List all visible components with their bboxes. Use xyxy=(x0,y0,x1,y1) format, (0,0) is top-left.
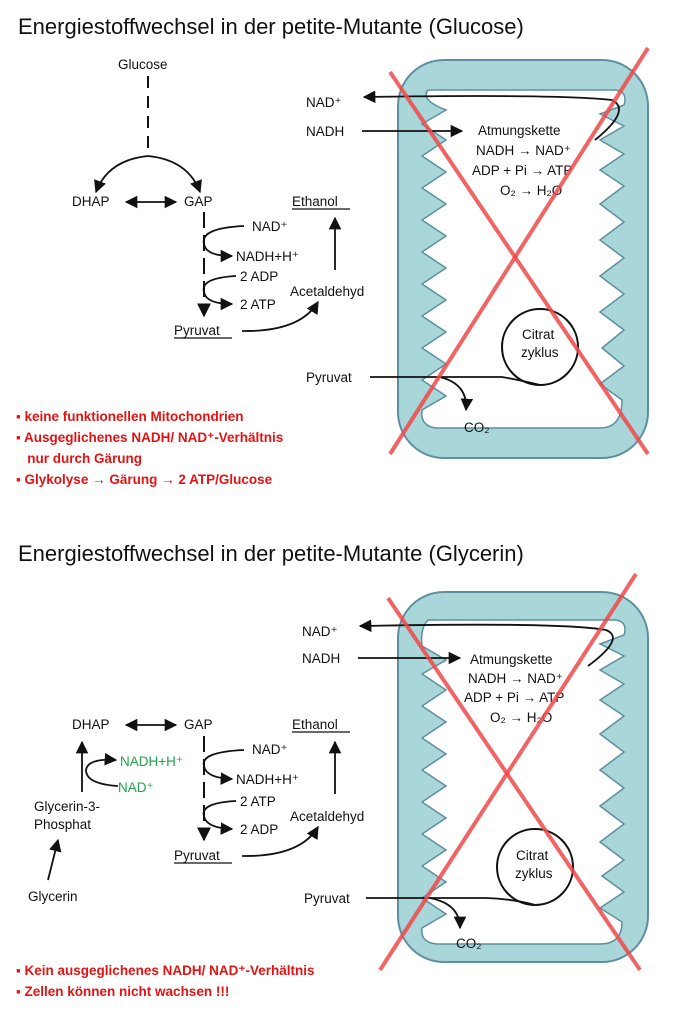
panel-glucose: Energiestoffwechsel in der petite-Mutant… xyxy=(16,14,650,487)
bullet-2-cont: nur durch Gärung xyxy=(16,451,142,466)
cross-line-2 xyxy=(378,572,638,972)
nad-label: NAD⁺ xyxy=(252,219,288,234)
nadh-green-label: NADH+H⁺ xyxy=(120,754,183,769)
nadh-top-label: NADH xyxy=(302,651,340,666)
co2-label: CO₂ xyxy=(456,936,482,951)
chain-title: Atmungskette xyxy=(470,652,553,667)
nad-out-arrow xyxy=(358,619,614,667)
co2-release-arrow xyxy=(429,897,467,930)
bullet-1: ▪ keine funktionellen Mitochondrien xyxy=(16,409,244,424)
gap-label: GAP xyxy=(184,717,213,732)
pyruvat-in-label: Pyruvat xyxy=(306,370,352,385)
ethanol-label: Ethanol xyxy=(292,717,338,732)
chain-line2: ADP + Pi → ATP xyxy=(472,163,572,178)
citrat-label: Citrat xyxy=(516,848,549,863)
chain-line3: O₂ → H₂O xyxy=(490,710,552,725)
arrow-to-dhap xyxy=(94,155,149,194)
co2-release-arrow xyxy=(439,376,474,412)
chain-line3: O₂ → H₂O xyxy=(500,183,562,198)
pyruvat-label: Pyruvat xyxy=(174,848,220,863)
chain-title: Atmungskette xyxy=(478,123,561,138)
nad-out-arrow xyxy=(362,90,620,141)
panel1-title: Energiestoffwechsel in der petite-Mutant… xyxy=(18,14,524,39)
acetaldehyd-label: Acetaldehyd xyxy=(290,809,364,824)
acetaldehyd-label: Acetaldehyd xyxy=(290,284,364,299)
cross-line-2 xyxy=(388,46,650,456)
citric-entry-line xyxy=(501,376,541,386)
bullet-3: ▪ Glykolyse → Gärung → 2 ATP/Glucose xyxy=(16,472,273,487)
nadh-top-label: NADH xyxy=(306,124,344,139)
gap-label: GAP xyxy=(184,194,213,209)
dhap-label: DHAP xyxy=(72,717,110,732)
adp-label: 2 ADP xyxy=(240,822,278,837)
atp-formation-arrow xyxy=(202,275,237,311)
dhap-label: DHAP xyxy=(72,194,110,209)
pyruvat-label: Pyruvat xyxy=(174,323,220,338)
glycerin-label: Glycerin xyxy=(28,889,78,904)
arrow-to-gap xyxy=(147,155,202,194)
chain-line1: NADH → NAD⁺ xyxy=(476,143,571,158)
nad-reduction-arrow xyxy=(202,225,245,263)
glucose-label: Glucose xyxy=(118,57,168,72)
citric-entry-line xyxy=(485,897,536,906)
atp-consumption-arrow xyxy=(202,800,237,835)
zyklus-label: zyklus xyxy=(521,345,559,360)
cross-line-1 xyxy=(388,70,650,456)
co2-label: CO₂ xyxy=(464,420,490,435)
panel2-title: Energiestoffwechsel in der petite-Mutant… xyxy=(18,541,524,566)
panel-glycerin: Energiestoffwechsel in der petite-Mutant… xyxy=(16,541,649,999)
g3p-label-1: Glycerin-3- xyxy=(34,799,100,814)
pyruvat-in-label: Pyruvat xyxy=(304,891,350,906)
mitochondrion-2: Citrat zyklus xyxy=(397,591,649,963)
nad-top-label: NAD⁺ xyxy=(306,95,342,110)
glycerol-dh-arrow xyxy=(85,752,119,787)
zyklus-label: zyklus xyxy=(515,866,553,881)
nadh-h-label: NADH+H⁺ xyxy=(236,249,299,264)
chain-line2: ADP + Pi → ATP xyxy=(464,690,564,705)
g3p-label-2: Phosphat xyxy=(34,817,91,832)
citrat-label: Citrat xyxy=(522,327,555,342)
nad-label: NAD⁺ xyxy=(252,742,288,757)
cross-line-1 xyxy=(386,596,642,972)
pyruvat-to-acetaldehyd-arrow xyxy=(241,300,319,332)
adp-label: 2 ADP xyxy=(240,269,278,284)
nad-green-label: NAD⁺ xyxy=(118,780,154,795)
nad-top-label: NAD⁺ xyxy=(302,624,338,639)
glycerin-to-g3p-arrow xyxy=(47,838,62,881)
bullet-2: ▪ Zellen können nicht wachsen !!! xyxy=(16,984,229,999)
nadh-h-label: NADH+H⁺ xyxy=(236,772,299,787)
nad-reduction-arrow xyxy=(202,749,245,785)
chain-line1: NADH → NAD⁺ xyxy=(468,671,563,686)
atp-label: 2 ATP xyxy=(240,297,276,312)
pyruvat-to-acetaldehyd-arrow xyxy=(241,825,319,857)
bullet-2: ▪ Ausgeglichenes NADH/ NAD⁺-Verhältnis xyxy=(16,430,283,445)
bullet-1: ▪ Kein ausgeglichenes NADH/ NAD⁺-Verhält… xyxy=(16,963,314,978)
atp-label: 2 ATP xyxy=(240,794,276,809)
ethanol-label: Ethanol xyxy=(292,194,338,209)
mito-inner-lumen xyxy=(420,619,626,945)
